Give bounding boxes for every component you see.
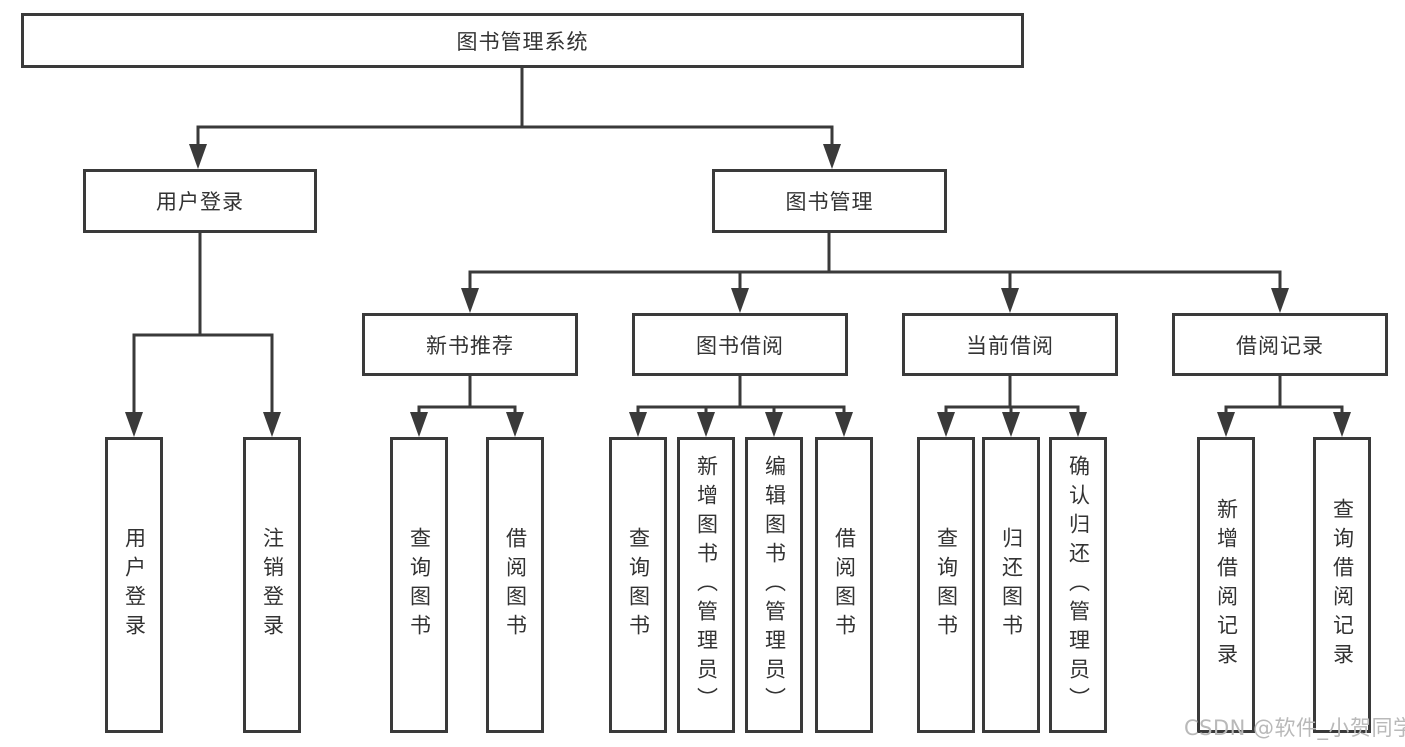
node-root: 图书管理系统 <box>21 13 1024 68</box>
csdn-watermark: CSDN @软件_小贺同学 <box>1184 716 1405 740</box>
leaf-records-query: 查询借阅记录 <box>1313 437 1371 733</box>
leaf-recommend-borrow-books: 借阅图书 <box>486 437 544 733</box>
leaf-current-query-books-label: 查询图书 <box>934 527 959 643</box>
leaf-borrow-query-books-label: 查询图书 <box>626 527 651 643</box>
leaf-records-query-label: 查询借阅记录 <box>1330 498 1355 672</box>
node-current-borrow: 当前借阅 <box>902 313 1118 376</box>
node-new-book-recommend: 新书推荐 <box>362 313 578 376</box>
leaf-recommend-query-books-label: 查询图书 <box>407 527 432 643</box>
node-borrow-records: 借阅记录 <box>1172 313 1388 376</box>
leaf-records-add-label: 新增借阅记录 <box>1214 498 1239 672</box>
leaf-borrow-edit-books-label: 编辑图书（管理员） <box>762 454 787 716</box>
leaf-logout: 注销登录 <box>243 437 301 733</box>
leaf-borrow-query-books: 查询图书 <box>609 437 667 733</box>
node-book-management-label: 图书管理 <box>785 190 874 214</box>
node-new-book-recommend-label: 新书推荐 <box>426 333 514 358</box>
leaf-borrow-add-books: 新增图书（管理员） <box>677 437 735 733</box>
node-book-borrow-label: 图书借阅 <box>696 333 784 358</box>
leaf-records-add: 新增借阅记录 <box>1197 437 1255 733</box>
leaf-user-login: 用户登录 <box>105 437 163 733</box>
leaf-current-query-books: 查询图书 <box>917 437 975 733</box>
node-book-borrow: 图书借阅 <box>632 313 848 376</box>
leaf-current-confirm-return-label: 确认归还（管理员） <box>1066 454 1091 716</box>
leaf-borrow-edit-books: 编辑图书（管理员） <box>745 437 803 733</box>
leaf-recommend-borrow-books-label: 借阅图书 <box>503 527 528 643</box>
leaf-recommend-query-books: 查询图书 <box>390 437 448 733</box>
leaf-current-return-books-label: 归还图书 <box>999 527 1024 643</box>
leaf-borrow-borrow-books-label: 借阅图书 <box>832 527 857 643</box>
leaf-logout-label: 注销登录 <box>260 527 285 643</box>
node-user-login-label: 用户登录 <box>156 190 244 214</box>
node-borrow-records-label: 借阅记录 <box>1236 333 1324 358</box>
node-book-management: 图书管理 <box>712 169 947 233</box>
leaf-user-login-label: 用户登录 <box>122 527 147 643</box>
leaf-borrow-add-books-label: 新增图书（管理员） <box>694 454 719 716</box>
leaf-current-return-books: 归还图书 <box>982 437 1040 733</box>
leaf-borrow-borrow-books: 借阅图书 <box>815 437 873 733</box>
node-user-login: 用户登录 <box>83 169 317 233</box>
node-current-borrow-label: 当前借阅 <box>966 333 1054 358</box>
leaf-current-confirm-return: 确认归还（管理员） <box>1049 437 1107 733</box>
node-root-label: 图书管理系统 <box>456 29 589 54</box>
